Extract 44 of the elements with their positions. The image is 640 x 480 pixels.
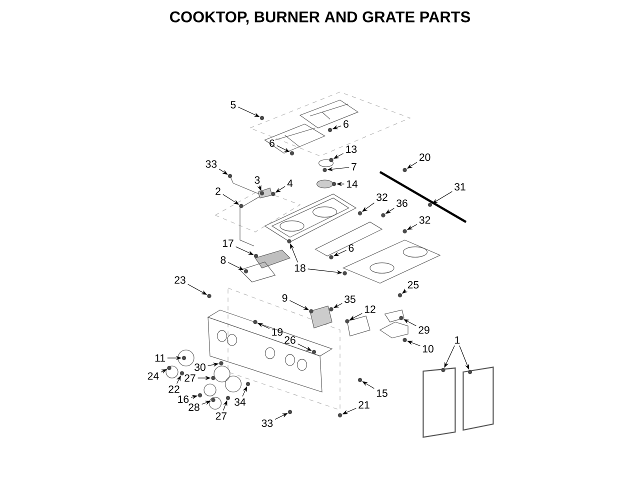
callout-number: 8 — [220, 256, 226, 264]
callout-number: 16 — [178, 395, 189, 403]
callout-number: 32 — [419, 216, 430, 224]
callout-number: 18 — [294, 264, 306, 272]
callout-number: 3 — [254, 176, 260, 184]
callout-number: 26 — [284, 336, 296, 344]
callout-number: 34 — [234, 398, 246, 406]
callout-number: 12 — [364, 306, 376, 313]
callout-number: 31 — [454, 183, 466, 191]
callout-number: 6 — [270, 139, 274, 147]
callout-number: 20 — [419, 153, 430, 161]
callout-number: 2 — [216, 188, 220, 195]
title: COOKTOP, BURNER AND GRATE PARTS — [170, 11, 470, 25]
callout-number: 11 — [155, 354, 165, 362]
callout-number: 1 — [455, 336, 460, 344]
callout-number: 27 — [184, 374, 196, 382]
callout-number: 6 — [348, 244, 354, 252]
callout-number: 25 — [408, 281, 419, 289]
callout-number: 24 — [148, 372, 159, 380]
callout-number: 17 — [222, 240, 234, 247]
callout-number: 5 — [230, 101, 236, 108]
callout-number: 36 — [396, 199, 408, 207]
callout-number: 21 — [358, 401, 370, 408]
callout-number: 29 — [418, 326, 430, 334]
callout-number: 6 — [344, 120, 348, 128]
callout-number: 19 — [272, 328, 283, 336]
leader-line — [218, 168, 228, 175]
callout-number: 32 — [376, 193, 388, 201]
callout-number: 15 — [376, 390, 388, 397]
leader-line — [362, 381, 374, 389]
callout-number: 22 — [168, 386, 180, 393]
callout-number: 10 — [422, 345, 434, 353]
callout-number: 28 — [188, 403, 200, 411]
callout-number: 9 — [282, 294, 288, 302]
callout-number: 23 — [174, 276, 186, 284]
callout-number: 33 — [262, 419, 273, 427]
callout-number: 14 — [346, 180, 358, 188]
callout-number: 27 — [216, 412, 227, 420]
callout-number: 35 — [344, 295, 356, 303]
callout-number: 33 — [206, 160, 217, 168]
callout-number: 30 — [194, 363, 206, 371]
callout-number: 13 — [346, 145, 357, 153]
callout-number: 4 — [287, 180, 293, 187]
callout-number: 7 — [352, 163, 356, 170]
